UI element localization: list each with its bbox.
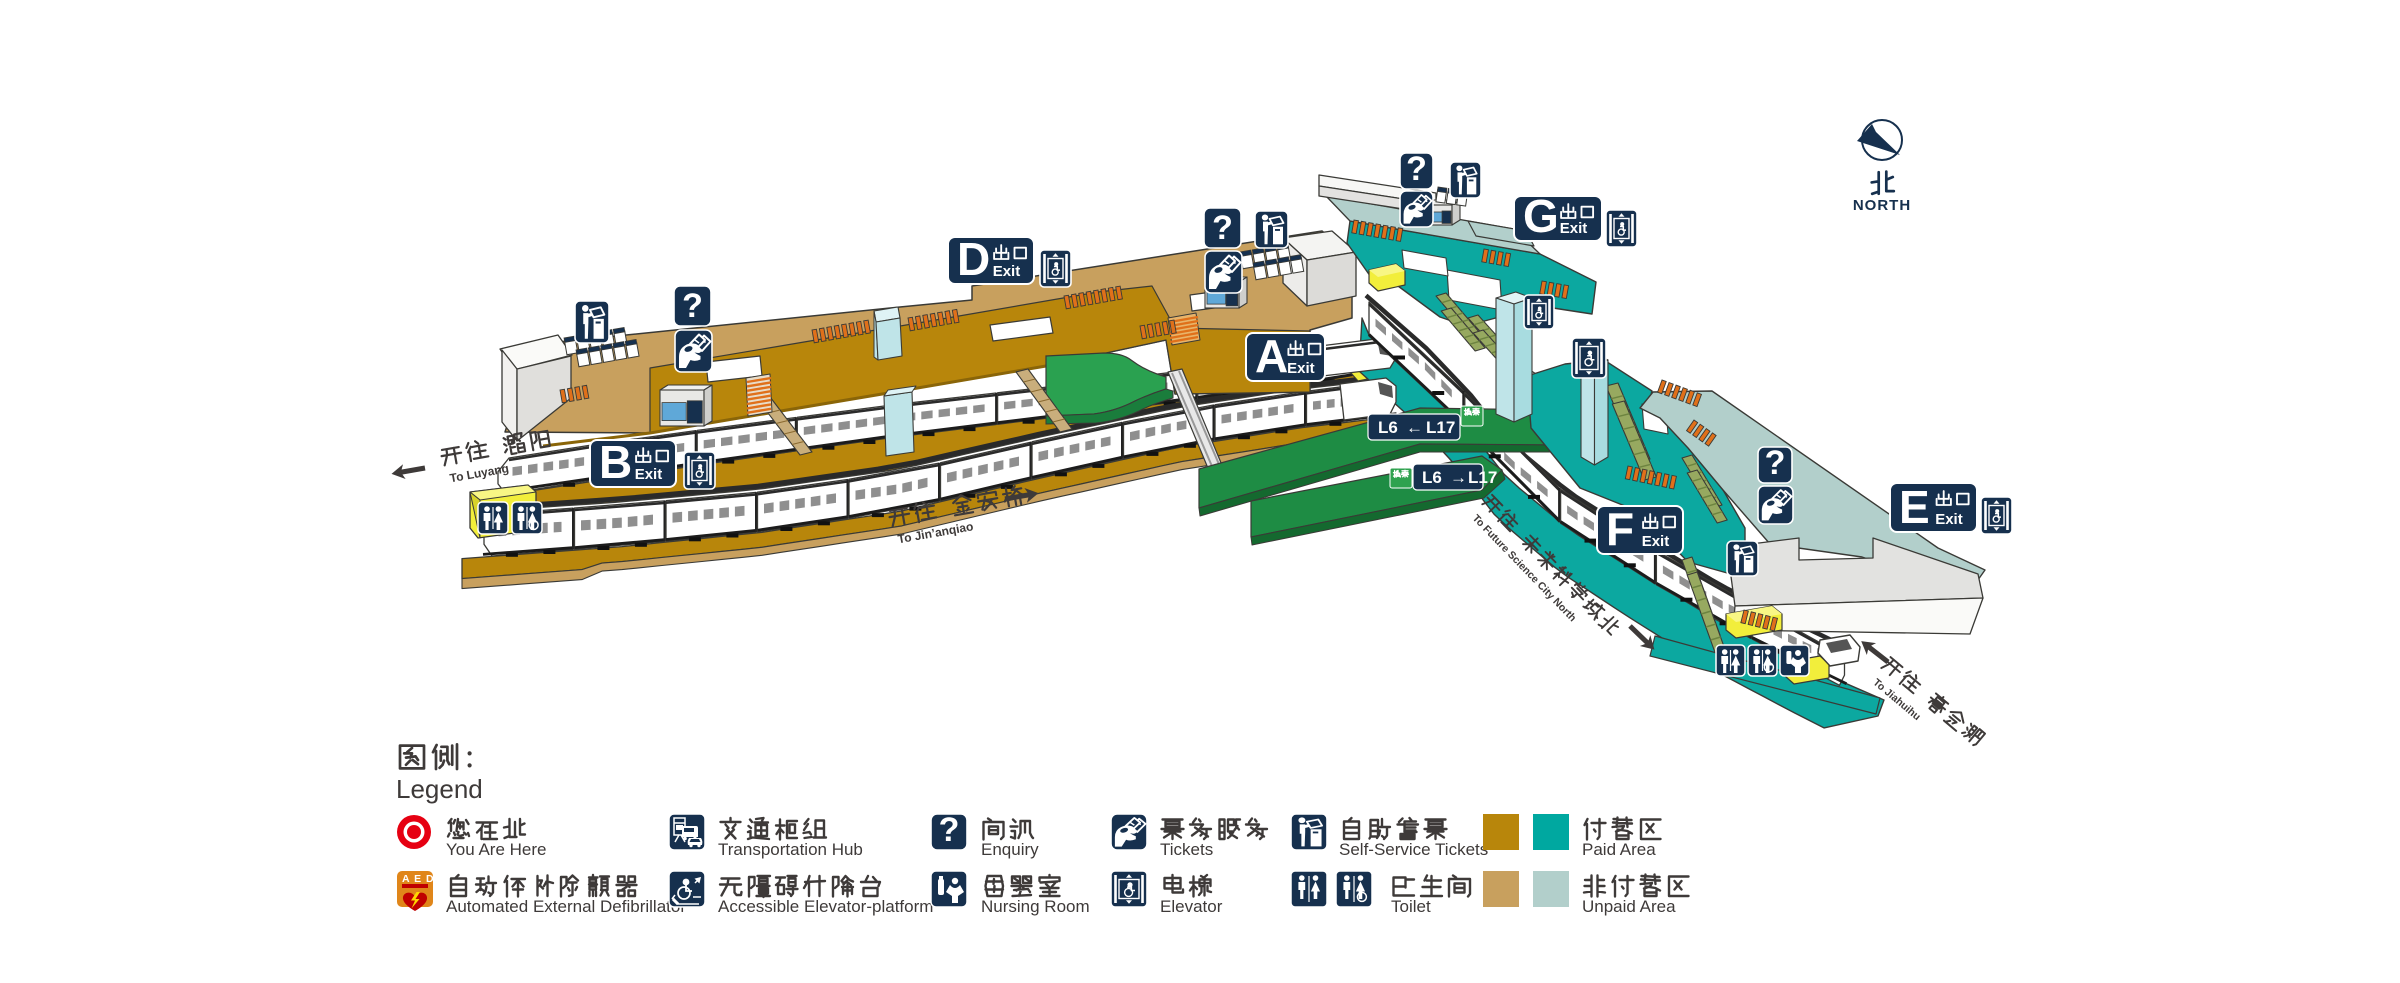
svg-text:Tickets: Tickets bbox=[1160, 840, 1213, 859]
svg-text:Unpaid Area: Unpaid Area bbox=[1582, 897, 1676, 916]
svg-text:A: A bbox=[1255, 330, 1288, 382]
svg-text:B: B bbox=[599, 436, 632, 488]
svg-text:F: F bbox=[1606, 503, 1634, 555]
svg-text:Enquiry: Enquiry bbox=[981, 840, 1039, 859]
svg-text:L17: L17 bbox=[1468, 468, 1497, 487]
svg-text:E: E bbox=[1899, 481, 1930, 533]
svg-text:L6: L6 bbox=[1422, 468, 1442, 487]
svg-text:Exit: Exit bbox=[1642, 533, 1670, 550]
svg-text:A E D: A E D bbox=[402, 873, 435, 885]
svg-text:L6: L6 bbox=[1378, 418, 1398, 437]
svg-text:←: ← bbox=[1406, 418, 1423, 437]
svg-text:?: ? bbox=[1765, 444, 1786, 482]
svg-text:Paid Area: Paid Area bbox=[1582, 840, 1656, 859]
svg-text:→: → bbox=[1450, 468, 1467, 487]
svg-text:Nursing Room: Nursing Room bbox=[981, 897, 1090, 916]
svg-text:Exit: Exit bbox=[635, 466, 663, 483]
svg-text:D: D bbox=[957, 233, 990, 285]
svg-text:?: ? bbox=[939, 811, 960, 849]
svg-text:Transportation Hub: Transportation Hub bbox=[718, 840, 863, 859]
svg-text:Elevator: Elevator bbox=[1160, 897, 1223, 916]
svg-text:?: ? bbox=[682, 287, 703, 325]
svg-text:Automated External Defibrillat: Automated External Defibrillator bbox=[446, 897, 686, 916]
svg-text:Accessible Elevator-platform: Accessible Elevator-platform bbox=[718, 897, 933, 916]
svg-text:Exit: Exit bbox=[1560, 220, 1588, 237]
svg-text:?: ? bbox=[1406, 150, 1427, 188]
svg-text:?: ? bbox=[1212, 209, 1233, 247]
svg-text:Exit: Exit bbox=[993, 263, 1021, 280]
svg-text:Exit: Exit bbox=[1935, 511, 1963, 528]
svg-text:G: G bbox=[1523, 190, 1559, 242]
svg-text:L17: L17 bbox=[1426, 418, 1455, 437]
svg-text:Self-Service Tickets: Self-Service Tickets bbox=[1339, 840, 1488, 859]
svg-text:NORTH: NORTH bbox=[1853, 197, 1911, 214]
svg-text:You Are Here: You Are Here bbox=[446, 840, 547, 859]
svg-text:Legend: Legend bbox=[396, 774, 483, 804]
svg-text:Toilet: Toilet bbox=[1391, 897, 1431, 916]
svg-text:Exit: Exit bbox=[1287, 360, 1315, 377]
